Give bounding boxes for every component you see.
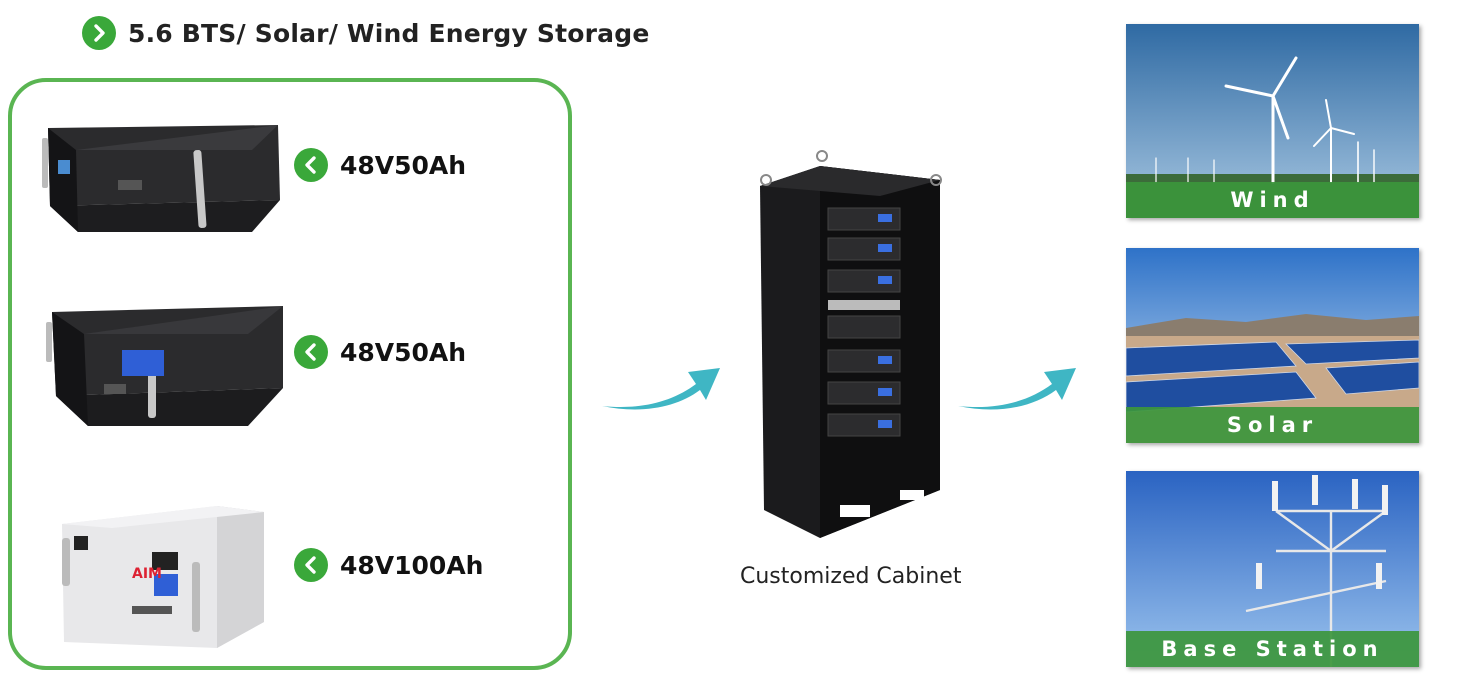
svg-text:AIM: AIM <box>132 566 162 582</box>
chevron-left-icon <box>294 548 328 582</box>
chevron-left-icon <box>294 335 328 369</box>
flow-arrow-icon <box>600 362 724 429</box>
product-label: 48V50Ah <box>340 337 467 367</box>
application-card-solar: Solar <box>1126 248 1419 443</box>
product-label: 48V50Ah <box>340 150 467 180</box>
battery-options-group <box>8 78 572 670</box>
application-label: Base Station <box>1126 631 1419 667</box>
application-label: Solar <box>1126 407 1419 443</box>
battery-cabinet-image <box>750 150 950 542</box>
product-label-row-2: 48V50Ah <box>294 335 466 369</box>
battery-module-image-1 <box>38 120 288 245</box>
application-label: Wind <box>1126 182 1419 218</box>
section-title: 5.6 BTS/ Solar/ Wind Energy Storage <box>128 18 650 48</box>
product-label: 48V100Ah <box>340 550 484 580</box>
application-card-base-station: Base Station <box>1126 471 1419 667</box>
product-label-row-1: 48V50Ah <box>294 148 466 182</box>
battery-module-image-2 <box>38 298 288 435</box>
flow-arrow-icon <box>956 362 1080 429</box>
chevron-right-icon <box>82 16 116 50</box>
section-title-row: 5.6 BTS/ Solar/ Wind Energy Storage <box>82 16 650 50</box>
chevron-left-icon <box>294 148 328 182</box>
application-card-wind: Wind <box>1126 24 1419 218</box>
product-label-row-3: 48V100Ah <box>294 548 483 582</box>
cabinet-caption: Customized Cabinet <box>740 564 962 589</box>
battery-module-image-3: AIM <box>52 502 272 657</box>
